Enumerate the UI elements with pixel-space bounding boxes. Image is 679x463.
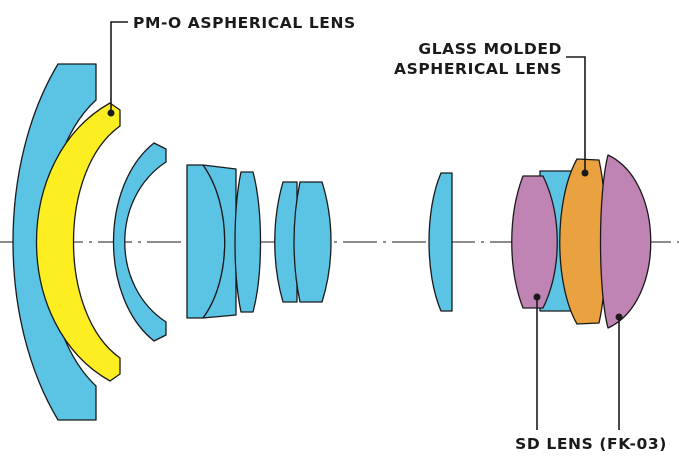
lens-element-meniscus-2 — [112, 142, 167, 342]
lens-element-doublet-rear — [202, 164, 237, 319]
lens-element-sd-front — [511, 175, 558, 309]
leader-dot-pmo — [107, 109, 115, 117]
label-glass-molded-line1: GLASS MOLDED — [418, 40, 562, 58]
lens-element-biconvex-2 — [428, 172, 453, 312]
lens-element-biconvex-1 — [234, 171, 262, 313]
lens-element-doublet-2-front — [274, 181, 298, 303]
label-sd-lens: SD LENS (FK-03) — [515, 435, 667, 453]
leader-dot-sd-rear — [615, 313, 623, 321]
lens-element-pmo-aspherical — [35, 102, 121, 382]
label-pmo-aspherical: PM-O ASPHERICAL LENS — [133, 14, 356, 32]
leader-glass-molded — [566, 56, 586, 173]
lens-element-sd-rear — [599, 154, 652, 329]
label-glass-molded-line2: ASPHERICAL LENS — [394, 60, 562, 78]
leader-pmo-aspherical — [110, 21, 128, 113]
lens-element-glass-molded-aspherical — [559, 158, 607, 325]
lens-element-doublet-2-rear — [293, 181, 332, 303]
leader-dot-sd-front — [533, 293, 541, 301]
leader-dot-glass-molded — [581, 169, 589, 177]
